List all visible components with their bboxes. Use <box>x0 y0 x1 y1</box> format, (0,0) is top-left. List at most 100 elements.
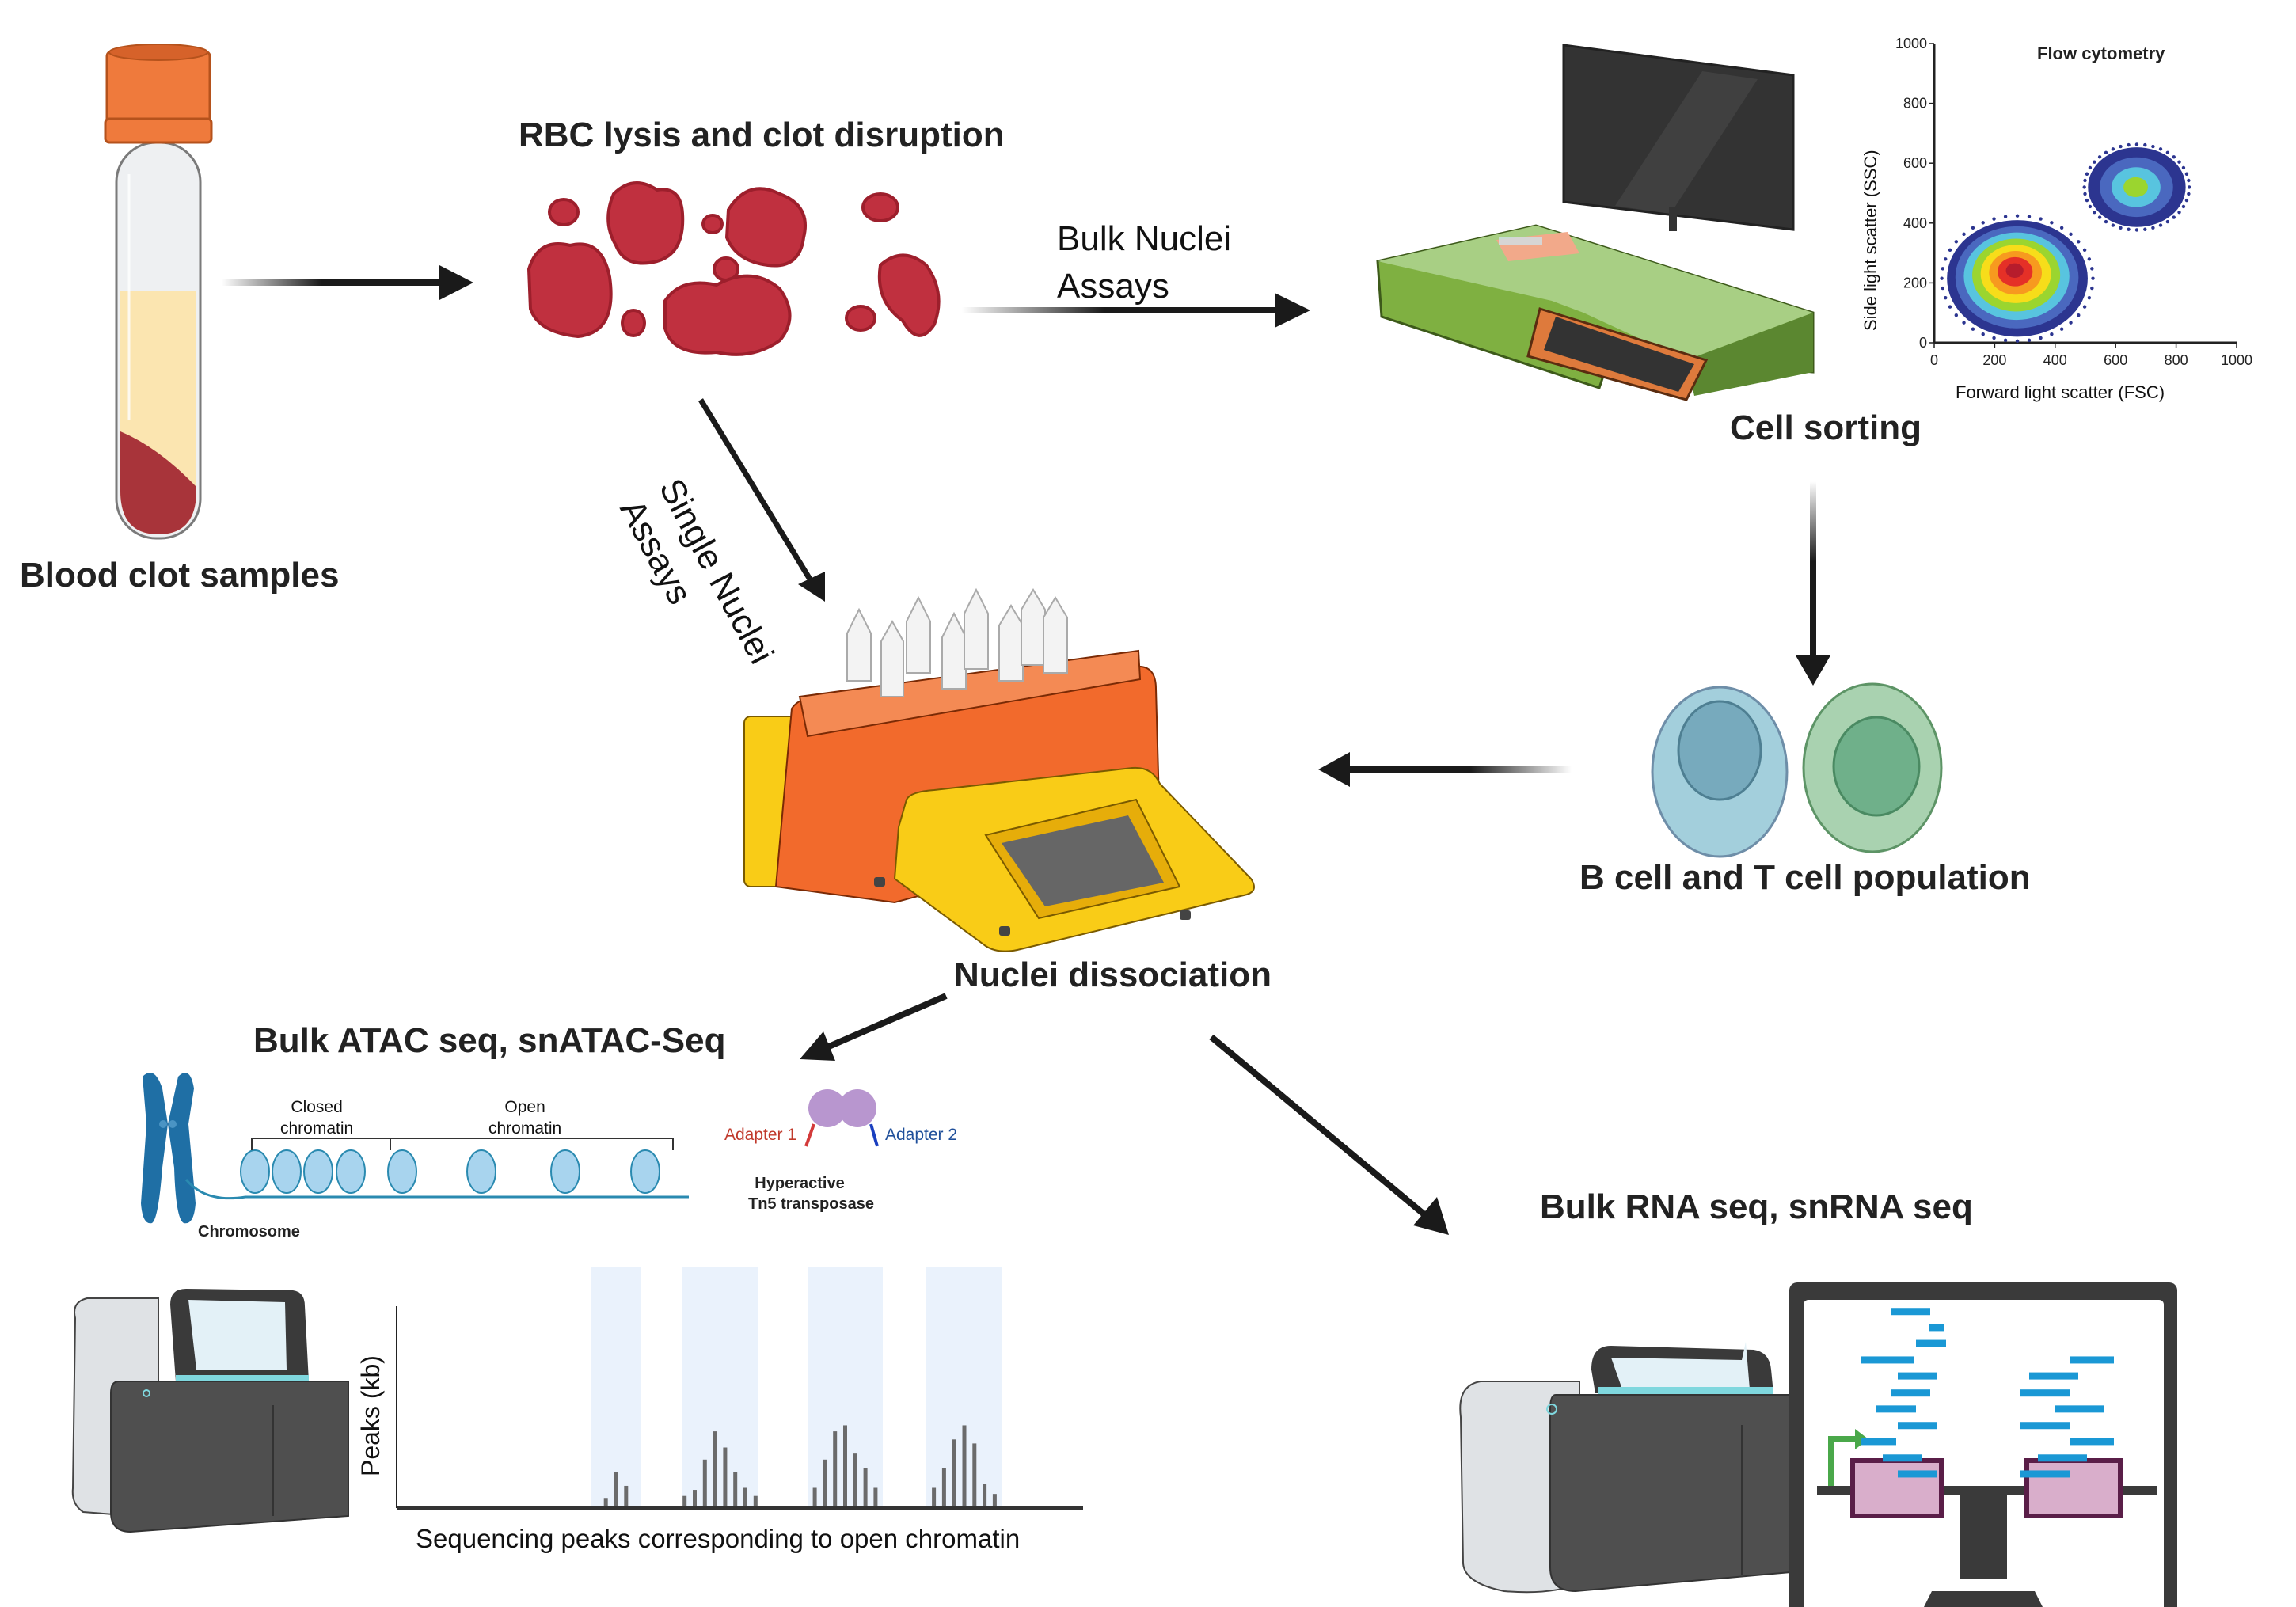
closed-chromatin-label: Closed chromatin <box>280 1096 353 1139</box>
rbc-clump <box>621 309 646 337</box>
flow-event-dot <box>2143 142 2147 147</box>
peak-bar <box>753 1495 758 1508</box>
rbc-clump <box>606 181 685 265</box>
rbc-clump <box>861 192 899 222</box>
flow-event-dot <box>2091 276 2095 280</box>
flow-x-tick-label: 800 <box>2165 352 2188 368</box>
rbc-clump <box>845 305 876 332</box>
flow-event-dot <box>2097 155 2102 159</box>
flow-y-tick-label: 400 <box>1903 215 1927 231</box>
arrow-bulk-nuclei <box>962 293 1310 328</box>
flow-event-dot <box>2077 313 2081 317</box>
bt-cells-label: B cell and T cell population <box>1579 858 2031 897</box>
chromosome-icon <box>141 1073 196 1224</box>
peak-bar <box>733 1472 738 1508</box>
flow-event-dot <box>2085 172 2089 176</box>
peak-bar <box>932 1487 937 1508</box>
flow-event-dot <box>2003 215 2008 218</box>
flow-event-dot <box>2111 223 2115 227</box>
flow-event-dot <box>2119 144 2123 149</box>
flow-event-dot <box>1962 232 1966 237</box>
gene-model <box>1817 1429 2157 1518</box>
flow-chart-xlabel: Forward light scatter (FSC) <box>1956 382 2165 402</box>
flow-event-dot <box>2069 232 2073 237</box>
flow-event-dot <box>2015 214 2020 218</box>
bulk-nuclei-label: Bulk Nuclei Assays <box>1057 215 1231 310</box>
flow-event-dot <box>2088 165 2093 170</box>
flow-y-tick-label: 600 <box>1903 155 1927 171</box>
flow-event-dot <box>2134 142 2139 146</box>
flow-y-tick-label: 800 <box>1903 96 1927 112</box>
flow-event-dot <box>1948 248 1952 253</box>
tn5-transposase-icon <box>804 1089 879 1147</box>
flow-event-dot <box>2083 192 2087 196</box>
sequencing-read <box>1898 1470 1937 1478</box>
sequencing-read <box>2070 1356 2114 1364</box>
tn5-label: Hyperactive Tn5 transposase <box>748 1173 874 1214</box>
flow-event-dot <box>2172 215 2176 219</box>
flow-event-dot <box>2177 210 2181 215</box>
flow-event-dot <box>2087 295 2092 300</box>
sorter-tablet <box>1526 307 1709 401</box>
peak-bar <box>941 1468 946 1508</box>
flow-event-dot <box>2027 215 2032 218</box>
flow-event-dot <box>2097 215 2102 219</box>
sample-tubes <box>846 587 1068 697</box>
flow-event-dot <box>2039 336 2043 340</box>
flow-event-dot <box>2181 204 2186 209</box>
flow-event-dot <box>1940 276 1944 280</box>
flow-density-contour <box>2005 263 2024 279</box>
flow-event-dot <box>1981 332 1985 336</box>
flow-event-dot <box>2181 165 2186 170</box>
flow-event-dot <box>1941 267 1944 271</box>
flow-event-dot <box>1944 257 1948 261</box>
peak-bar <box>723 1447 728 1508</box>
exon-2 <box>2024 1458 2123 1518</box>
peak-bar <box>873 1487 878 1508</box>
flow-event-dot <box>2104 219 2108 224</box>
flow-event-dot <box>2184 198 2189 203</box>
arrow-to-rna <box>1209 1034 1449 1235</box>
exon-1 <box>1850 1458 1944 1518</box>
adapter2-label: Adapter 2 <box>885 1126 958 1144</box>
open-chromatin-label: Open chromatin <box>488 1096 561 1139</box>
sequencing-reads <box>1861 1308 2114 1478</box>
rbc-lysis-label: RBC lysis and clot disruption <box>519 116 1005 154</box>
arrow-to-bt-cells <box>1796 481 1830 686</box>
flow-event-dot <box>2050 332 2054 336</box>
peak-bar <box>823 1459 827 1508</box>
peak-bar <box>743 1487 747 1508</box>
open-chromatin-line1: Open <box>504 1098 545 1116</box>
peak-bar <box>983 1484 987 1508</box>
flow-event-dot <box>2085 198 2089 203</box>
flow-event-dot <box>1962 321 1966 325</box>
closed-chromatin-line1: Closed <box>291 1098 343 1116</box>
flow-event-dot <box>2039 217 2043 221</box>
sorter-monitor <box>1562 44 1795 231</box>
rbc-clump <box>548 198 580 226</box>
blood-clot-label: Blood clot samples <box>20 556 340 595</box>
peak-bar <box>624 1485 629 1508</box>
sequencing-read <box>2029 1372 2078 1380</box>
flow-population-2 <box>2082 142 2191 232</box>
flow-y-tick-label: 0 <box>1919 335 1927 351</box>
peak-bar <box>693 1490 697 1508</box>
flow-event-dot <box>2158 223 2163 227</box>
t-cell <box>1802 682 1943 853</box>
flow-event-dot <box>1992 336 1996 340</box>
rbc-clump <box>701 214 724 234</box>
nucleosomes <box>240 1149 660 1194</box>
sequencing-read <box>1891 1389 1930 1397</box>
peak-bar <box>833 1431 838 1508</box>
arrow-to-atac <box>800 993 948 1061</box>
sequencing-read <box>1929 1324 1944 1332</box>
flow-event-dot <box>1971 327 1975 331</box>
sequencing-read <box>1891 1308 1930 1316</box>
peak-bar <box>682 1495 687 1508</box>
blood-tube <box>115 141 202 540</box>
sequencing-read <box>1876 1405 1916 1413</box>
